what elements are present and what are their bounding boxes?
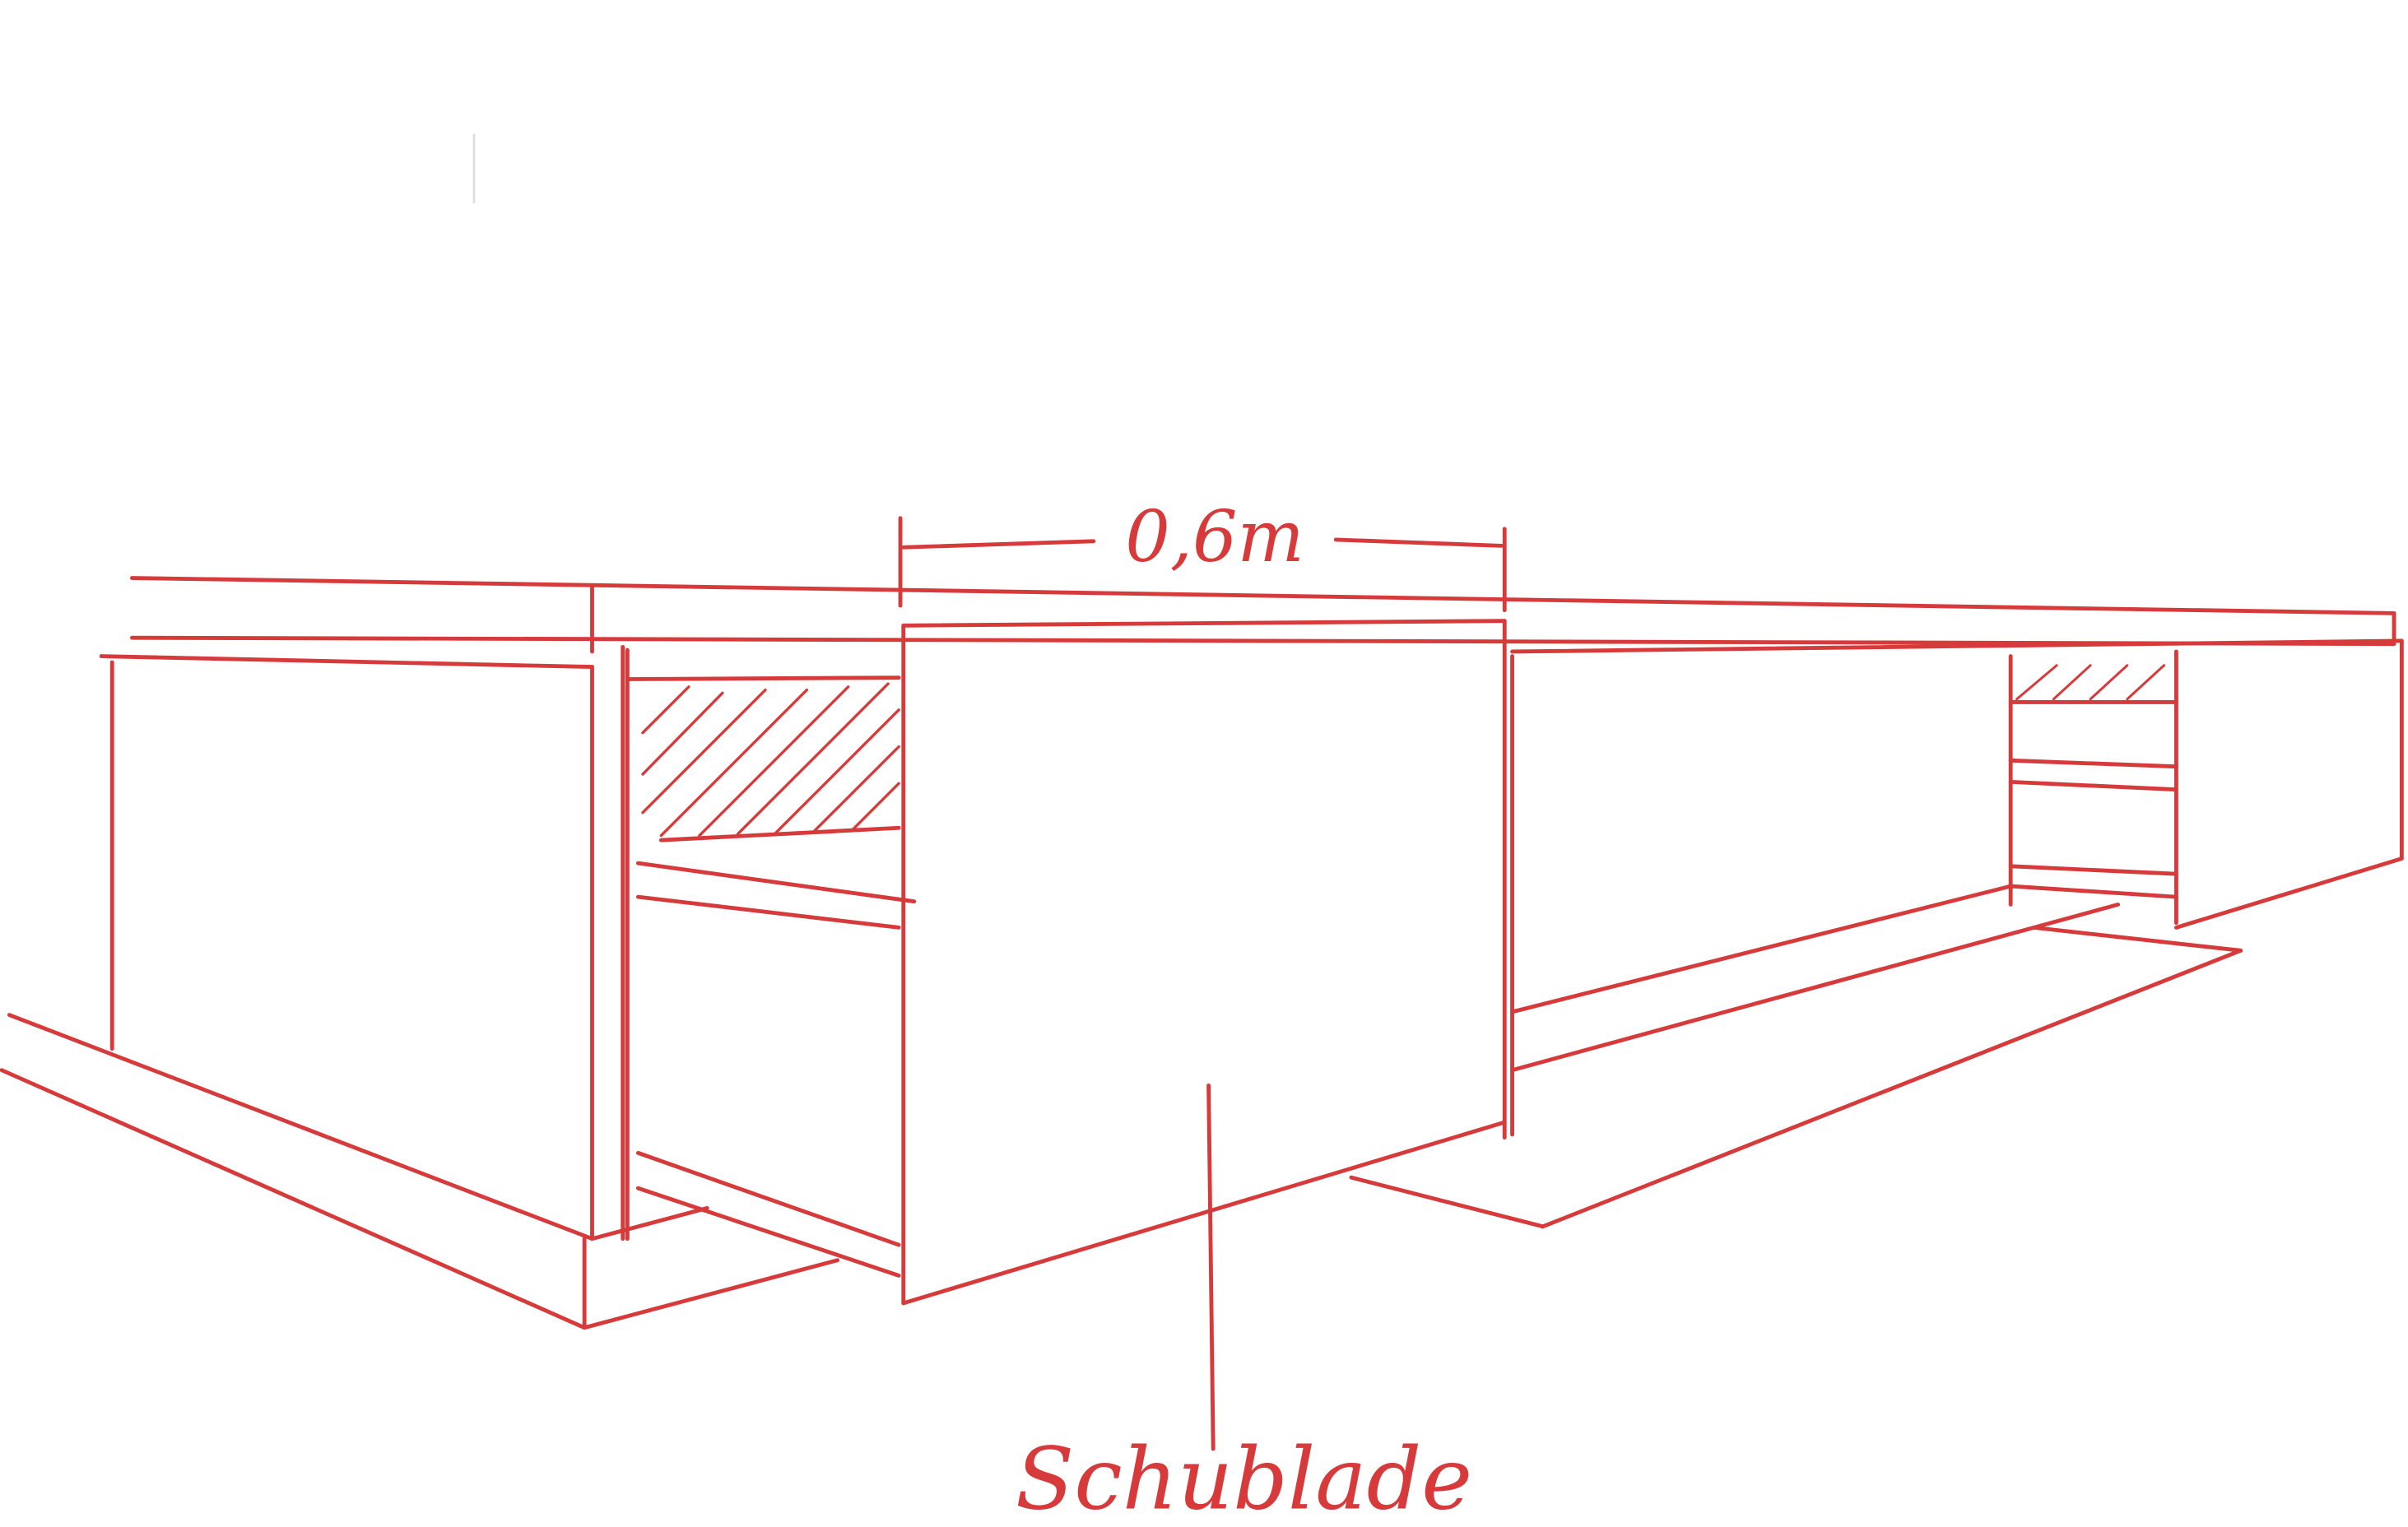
drawer-front <box>901 619 1507 1306</box>
right-shelf-hatching <box>2015 664 2166 701</box>
right-cabinet <box>1349 638 2404 1229</box>
label-leader-line <box>1206 1083 1216 1451</box>
dimension-line <box>898 516 1507 613</box>
dimension-label: 0,6m <box>1125 496 1304 578</box>
drawer-label: Schublade <box>1016 1429 1472 1527</box>
left-cabinet <box>0 644 840 1330</box>
right-open-shelf <box>2008 664 2178 899</box>
left-open-shelf <box>625 675 917 1278</box>
countertop <box>99 576 2396 670</box>
shelf-hatching <box>641 682 900 838</box>
